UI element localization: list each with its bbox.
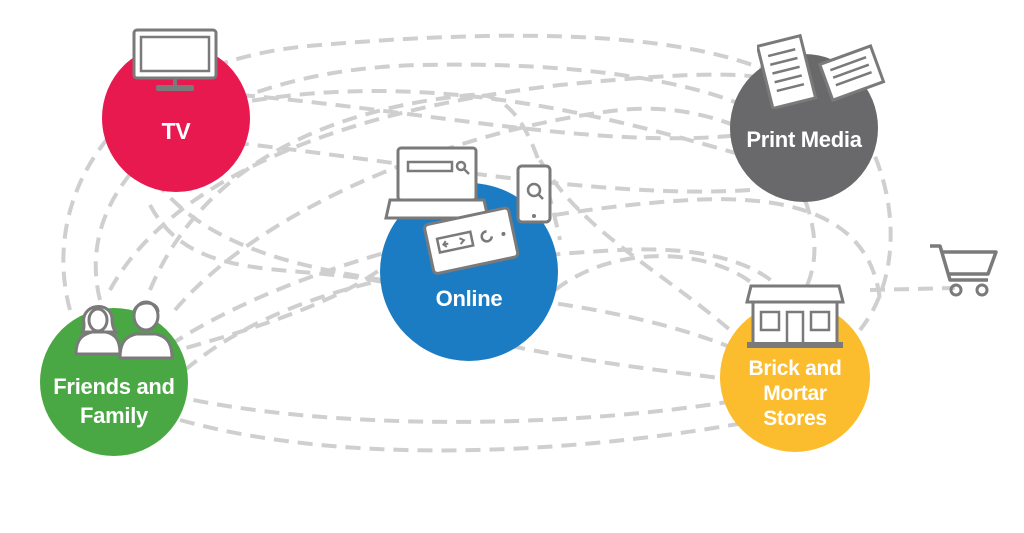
connector-path xyxy=(179,418,761,453)
connector-path xyxy=(439,328,736,382)
stores-label-line2: Mortar xyxy=(763,382,827,405)
connector-path xyxy=(169,393,741,424)
connector-path xyxy=(803,199,817,291)
connector-path xyxy=(538,159,732,332)
friends-and-family-label: Friends and Family xyxy=(40,372,188,430)
connector-path xyxy=(209,138,751,194)
connector-path xyxy=(168,197,882,347)
print-media-label: Print Media xyxy=(746,127,862,152)
connector-path xyxy=(869,286,956,292)
online-label: Online xyxy=(435,286,503,311)
people-icon xyxy=(74,300,174,360)
tv-label: TV xyxy=(161,118,191,144)
friends-and-family-label-line1: Friends and xyxy=(53,374,175,399)
connector-path xyxy=(148,92,562,291)
connector-path xyxy=(183,247,792,372)
connector-path xyxy=(239,93,741,141)
storefront-icon xyxy=(745,284,845,348)
connector-path xyxy=(108,72,771,291)
connector-path xyxy=(858,134,893,332)
connector-path xyxy=(553,254,762,292)
devices-icon xyxy=(384,146,552,275)
newspaper-icon xyxy=(757,34,886,109)
connector-path xyxy=(61,33,812,311)
stores-label-line3: Stores xyxy=(763,407,827,430)
friends-and-family-label-line2: Family xyxy=(80,403,148,428)
stores-label-line1: Brick and xyxy=(748,357,842,380)
shopping-cart-icon xyxy=(930,244,998,297)
television-icon xyxy=(132,28,218,91)
brick-and-mortar-stores-label: Brick and Mortar Stores xyxy=(720,356,870,431)
